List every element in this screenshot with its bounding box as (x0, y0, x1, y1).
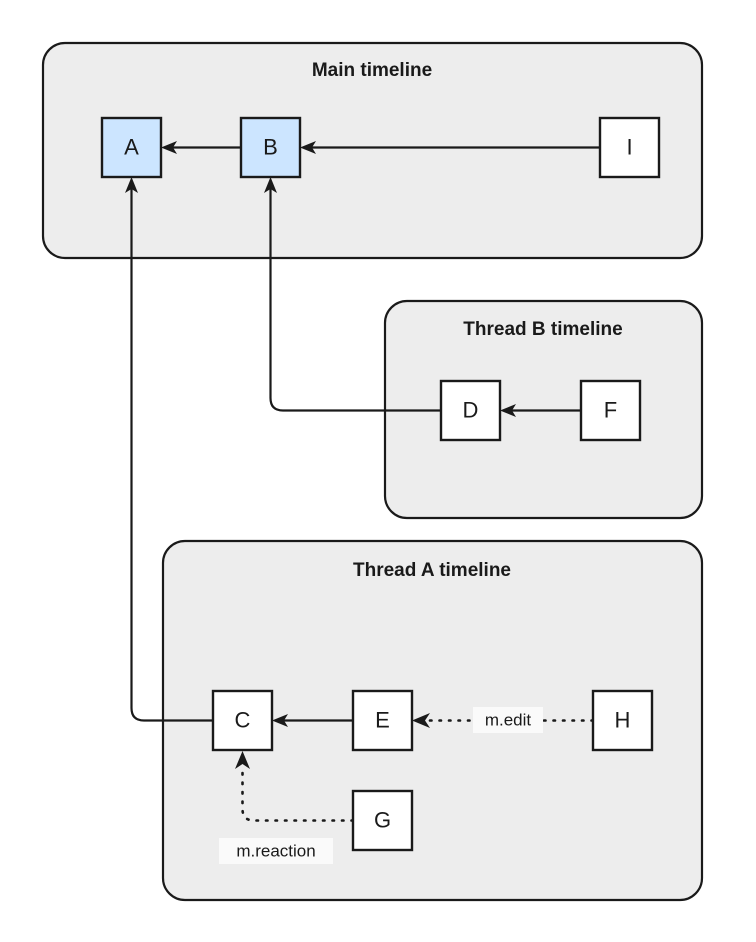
edge-h-to-e-arrowhead (412, 713, 430, 728)
node-d-box[interactable] (439, 379, 502, 442)
edge-d-to-b (264, 177, 441, 412)
group-main-timeline-label: Main timeline (312, 60, 432, 81)
edge-d-to-b-line (269, 188, 441, 412)
edge-i-to-b (300, 141, 600, 154)
edge-c-to-a-line (130, 188, 213, 722)
node-i-box[interactable] (598, 116, 661, 179)
node-h[interactable]: H (591, 689, 654, 752)
edge-g-to-c: m.reaction (219, 751, 355, 864)
edge-g-to-c-label-bg (219, 838, 333, 864)
node-e-label: E (375, 707, 390, 732)
node-b[interactable]: B (239, 116, 302, 179)
node-d-label: D (463, 397, 479, 422)
node-a-box[interactable] (100, 116, 163, 179)
node-b-label: B (263, 134, 278, 159)
node-c-box[interactable] (211, 689, 274, 752)
edge-f-to-d (500, 404, 581, 417)
group-thread-a-timeline-label: Thread A timeline (353, 560, 511, 581)
edge-i-to-b-arrowhead (300, 141, 316, 154)
node-f[interactable]: F (579, 379, 642, 442)
node-c-label: C (235, 707, 251, 732)
node-b-box[interactable] (239, 116, 302, 179)
node-e-box[interactable] (351, 689, 414, 752)
node-f-box[interactable] (579, 379, 642, 442)
edge-f-to-d-arrowhead (500, 404, 516, 417)
node-f-label: F (604, 397, 617, 422)
node-g[interactable]: G (351, 789, 414, 852)
edge-c-to-a-arrowhead (125, 177, 138, 193)
group-main-timeline: Main timeline (41, 41, 704, 260)
edge-e-to-c (272, 714, 353, 727)
edge-g-to-c-arrowhead (235, 751, 250, 769)
node-i-label: I (626, 134, 632, 159)
edge-h-to-e-label: m.edit (485, 710, 532, 729)
edge-h-to-e: m.edit (412, 707, 595, 733)
edge-g-to-c-label: m.reaction (236, 841, 315, 860)
node-a-label: A (124, 134, 139, 159)
node-i[interactable]: I (598, 116, 661, 179)
edge-b-to-a (161, 141, 241, 154)
node-e[interactable]: E (351, 689, 414, 752)
node-h-label: H (615, 707, 631, 732)
edge-e-to-c-arrowhead (272, 714, 288, 727)
node-c[interactable]: C (211, 689, 274, 752)
edge-c-to-a (125, 177, 213, 722)
node-g-label: G (374, 807, 391, 832)
node-g-box[interactable] (351, 789, 414, 852)
node-h-box[interactable] (591, 689, 654, 752)
node-d[interactable]: D (439, 379, 502, 442)
node-a[interactable]: A (100, 116, 163, 179)
edge-d-to-b-arrowhead (264, 177, 277, 193)
group-thread-b-timeline-label: Thread B timeline (463, 319, 622, 340)
edge-b-to-a-arrowhead (161, 141, 177, 154)
group-main-timeline-box (41, 41, 704, 260)
edge-h-to-e-label-bg (473, 707, 543, 733)
